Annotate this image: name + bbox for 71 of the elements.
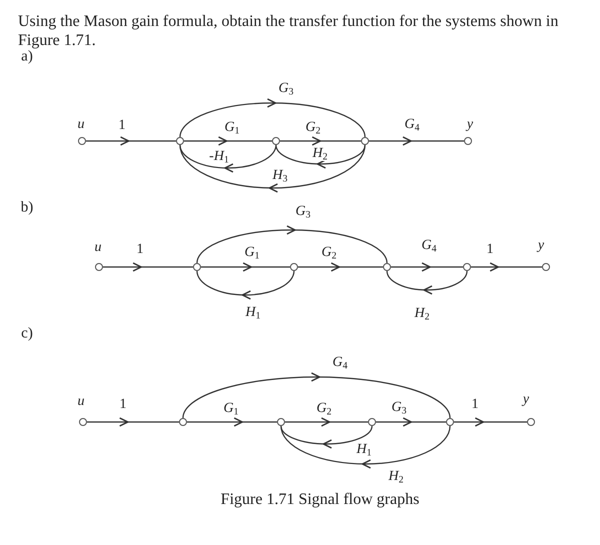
node-circle xyxy=(464,137,472,145)
node-label: u xyxy=(94,241,102,255)
branch-arrow xyxy=(179,144,277,173)
panel-label: c) xyxy=(21,326,33,342)
branch-arrow xyxy=(196,225,388,264)
node-label: y xyxy=(522,393,530,407)
edge-label: G$_{2}$ xyxy=(305,121,321,135)
node-label: y xyxy=(538,239,544,253)
node-circle xyxy=(193,263,201,271)
edge-label: -H$_{1}$ xyxy=(209,150,229,164)
edge-label: H$_{1}$ xyxy=(356,443,372,457)
branch-arrow xyxy=(179,98,366,138)
node-label: u xyxy=(78,118,84,132)
edge-label: G$_{4}$ xyxy=(332,356,348,370)
node-circle xyxy=(95,263,103,271)
edge-label: H$_{2}$ xyxy=(312,147,328,161)
edge-label: H$_{1}$ xyxy=(245,306,261,320)
branch-arrow xyxy=(280,136,361,146)
node-circle xyxy=(277,418,285,426)
panel-label: a) xyxy=(21,50,33,64)
branch-arrow xyxy=(184,136,272,146)
branch-arrow xyxy=(285,417,368,427)
branch-arrow xyxy=(280,426,373,449)
branch-arrow xyxy=(179,144,366,193)
branch-arrow xyxy=(187,417,277,427)
edge-label: G$_{2}$ xyxy=(321,246,337,260)
edge-label: H$_{2}$ xyxy=(414,307,430,321)
branch-arrow xyxy=(369,136,464,146)
node-circle xyxy=(463,263,471,271)
branch-arrow xyxy=(196,270,295,300)
branch-arrow xyxy=(391,262,463,272)
node-circle xyxy=(290,263,298,271)
node-label: u xyxy=(78,395,84,409)
branch-arrow xyxy=(182,372,451,418)
branch-arrow xyxy=(471,262,542,272)
branch-arrow xyxy=(87,417,179,427)
edge-label: G$_{4}$ xyxy=(404,118,420,132)
node-circle xyxy=(78,137,86,145)
node-circle xyxy=(383,263,391,271)
node-circle xyxy=(368,418,376,426)
edge-label: G$_{3}$ xyxy=(295,205,311,219)
edge-label: G$_{1}$ xyxy=(244,246,260,260)
branch-arrow xyxy=(280,426,451,469)
panel-label: b) xyxy=(20,200,34,216)
node-circle xyxy=(527,418,535,426)
branch-arrow xyxy=(454,417,527,427)
edge-label: G$_{3}$ xyxy=(391,401,407,415)
branch-arrow xyxy=(386,270,468,295)
edge-label: H$_{3}$ xyxy=(272,169,288,183)
node-label: y xyxy=(466,118,474,132)
node-circle xyxy=(79,418,87,426)
edge-label: G$_{1}$ xyxy=(224,121,240,135)
branch-arrow xyxy=(298,262,383,272)
branch-arrow xyxy=(86,136,176,146)
edge-label: G$_{3}$ xyxy=(278,82,294,96)
branch-arrow xyxy=(103,262,193,272)
edge-label: H$_{2}$ xyxy=(388,470,404,484)
branch-arrow xyxy=(275,144,366,169)
title-text: Using the Mason gain formula, obtain the transfer function for the systems shown in Figure 1.71. xyxy=(18,12,560,50)
figure-caption: Figure 1.71 Signal flow graphs xyxy=(220,492,420,508)
node-circle xyxy=(361,137,369,145)
node-circle xyxy=(176,137,184,145)
node-circle xyxy=(446,418,454,426)
node-circle xyxy=(179,418,187,426)
node-circle xyxy=(272,137,280,145)
edge-label: G$_{4}$ xyxy=(421,239,437,253)
node-circle xyxy=(542,263,550,271)
edge-label: G$_{2}$ xyxy=(316,402,332,416)
branch-arrow xyxy=(201,262,290,272)
edge-label: G$_{1}$ xyxy=(223,402,239,416)
branch-arrow xyxy=(376,417,446,427)
